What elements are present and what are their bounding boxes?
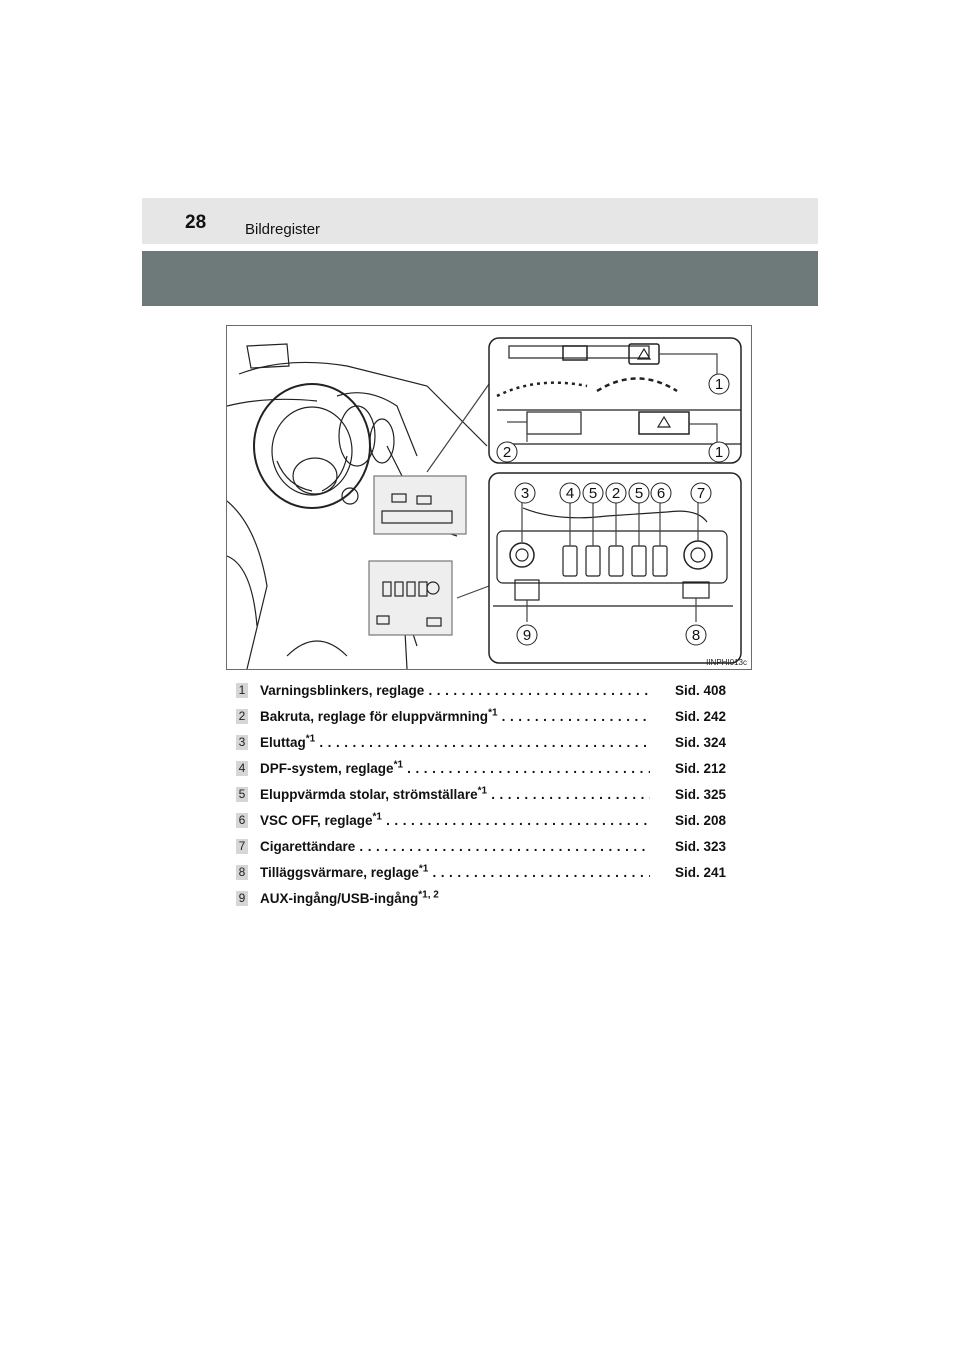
item-label: Varningsblinkers, reglage (260, 681, 650, 701)
figure-code: IINPHI013c (706, 658, 747, 667)
item-number: 5 (236, 787, 248, 802)
item-number: 6 (236, 813, 248, 828)
item-number: 4 (236, 761, 248, 776)
callout-9-text: 9 (523, 627, 531, 644)
callout-4-text: 4 (566, 485, 574, 502)
callout-2-left: 2 (496, 441, 518, 463)
item-number: 3 (236, 735, 248, 750)
dashboard-illustration: 1 1 2 3 4 5 2 5 6 7 9 8 IINPHI013c (226, 325, 752, 670)
list-item: 7 Cigarettändare Sid. 323 (236, 837, 726, 863)
callout-6-text: 6 (657, 485, 665, 502)
dashboard-drawing (227, 337, 742, 669)
list-item: 6 VSC OFF, reglage*1 Sid. 208 (236, 811, 726, 837)
list-item: 5 Eluppvärmda stolar, strömställare*1 Si… (236, 785, 726, 811)
item-number: 1 (236, 683, 248, 698)
item-label: Eluttag*1 (260, 733, 650, 753)
item-number: 7 (236, 839, 248, 854)
item-label: Eluppvärmda stolar, strömställare*1 (260, 785, 650, 805)
callout-5b: 5 (628, 482, 650, 504)
callout-2-bottom-text: 2 (612, 485, 620, 502)
callout-4: 4 (559, 482, 581, 504)
callout-9: 9 (516, 624, 538, 646)
item-page-ref[interactable]: Sid. 408 (674, 683, 726, 698)
list-item: 8 Tilläggsvärmare, reglage*1 Sid. 241 (236, 863, 726, 889)
callout-7: 7 (690, 482, 712, 504)
item-page-ref[interactable]: Sid. 323 (674, 839, 726, 854)
list-item: 3 Eluttag*1 Sid. 324 (236, 733, 726, 759)
list-item: 4 DPF-system, reglage*1 Sid. 212 (236, 759, 726, 785)
callout-1-top: 1 (708, 373, 730, 395)
callout-2-bottom: 2 (605, 482, 627, 504)
item-page-ref[interactable]: Sid. 324 (674, 735, 726, 750)
callout-3: 3 (514, 482, 536, 504)
callout-1-mid: 1 (708, 441, 730, 463)
callout-1-top-text: 1 (715, 376, 723, 393)
callout-6: 6 (650, 482, 672, 504)
item-number: 2 (236, 709, 248, 724)
callout-7-text: 7 (697, 485, 705, 502)
callout-5a: 5 (582, 482, 604, 504)
item-label: Tilläggsvärmare, reglage*1 (260, 863, 650, 883)
callout-8: 8 (685, 624, 707, 646)
item-page-ref[interactable]: Sid. 242 (674, 709, 726, 724)
item-page-ref[interactable]: Sid. 325 (674, 787, 726, 802)
list-item: 9 AUX-ingång/USB-ingång*1, 2 (236, 889, 726, 915)
item-number: 9 (236, 891, 248, 906)
item-label: Cigarettändare (260, 837, 650, 857)
item-list: 1 Varningsblinkers, reglage Sid. 408 2 B… (236, 681, 726, 915)
item-label: VSC OFF, reglage*1 (260, 811, 650, 831)
callout-8-text: 8 (692, 627, 700, 644)
item-number: 8 (236, 865, 248, 880)
section-title: Bildregister (245, 221, 321, 238)
callout-2-left-text: 2 (503, 444, 511, 461)
callout-5a-text: 5 (589, 485, 597, 502)
list-item: 2 Bakruta, reglage för eluppvärmning*1 S… (236, 707, 726, 733)
callout-layer: 1 1 2 3 4 5 2 5 6 7 9 8 (496, 373, 730, 646)
item-label: DPF-system, reglage*1 (260, 759, 650, 779)
list-item: 1 Varningsblinkers, reglage Sid. 408 (236, 681, 726, 707)
callout-1-mid-text: 1 (715, 444, 723, 461)
callout-5b-text: 5 (635, 485, 643, 502)
item-page-ref[interactable]: Sid. 241 (674, 865, 726, 880)
header-band (142, 251, 818, 306)
callout-3-text: 3 (521, 485, 529, 502)
item-page-ref[interactable]: Sid. 212 (674, 761, 726, 776)
item-page-ref[interactable]: Sid. 208 (674, 813, 726, 828)
page-number: 28 (185, 212, 207, 233)
item-label: Bakruta, reglage för eluppvärmning*1 (260, 707, 650, 727)
item-label: AUX-ingång/USB-ingång*1, 2 (260, 889, 439, 906)
header-bar (142, 198, 818, 244)
